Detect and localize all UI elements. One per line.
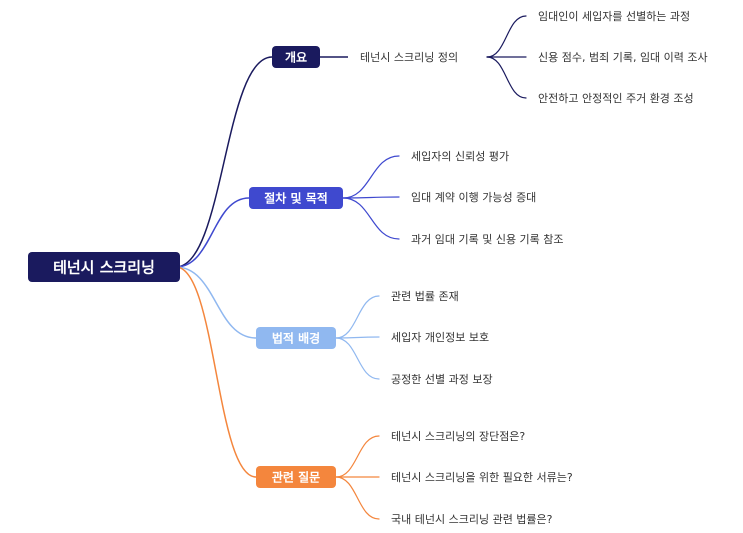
branch-2-child-2[interactable]: 공정한 선별 과정 보장 (391, 373, 493, 386)
branch-node-3-box (256, 466, 336, 488)
branch-3-child-1[interactable]: 테넌시 스크리닝을 위한 필요한 서류는? (391, 471, 573, 484)
branch-3-child-2[interactable]: 국내 테넌시 스크리닝 관련 법률은? (391, 513, 553, 526)
branch-node-1-label: 절차 및 목적 (264, 190, 328, 205)
root-node-box (28, 252, 180, 282)
definition-node[interactable]: 테넌시 스크리닝 정의 (360, 51, 458, 64)
branch-node-2-label: 법적 배경 (272, 330, 320, 345)
branch-2-child-0[interactable]: 관련 법률 존재 (391, 290, 459, 303)
branch-1-child-1[interactable]: 임대 계약 이행 가능성 증대 (411, 190, 536, 204)
link-root-branch-3 (175, 266, 257, 478)
link-root-branch-2 (175, 266, 257, 339)
branch-1-child-2[interactable]: 과거 임대 기록 및 신용 기록 참조 (411, 233, 564, 246)
link-branch-1-child-2 (342, 197, 400, 240)
branch-node-3-label: 관련 질문 (272, 469, 320, 484)
link-branch-3-child-2 (335, 476, 380, 520)
branch-node-3[interactable]: 관련 질문 (256, 466, 336, 488)
branch-1-child-0[interactable]: 세입자의 신뢰성 평가 (411, 150, 509, 163)
root-node-label: 테넌시 스크리닝 (53, 258, 155, 276)
branch-node-2-box (256, 327, 336, 349)
link-branch-2-child-1 (335, 336, 380, 339)
branch-node-0-label: 개요 (285, 50, 307, 64)
definition-leaf-2[interactable]: 안전하고 안정적인 주거 환경 조성 (538, 91, 694, 105)
link-branch-3-child-0 (335, 435, 380, 478)
link-root-branch-1 (175, 197, 250, 268)
link-branch-2-child-2 (335, 337, 380, 380)
link-branch-2-child-0 (335, 295, 380, 339)
branch-3-child-0[interactable]: 테넌시 스크리닝의 장단점은? (391, 430, 525, 443)
definition-leaf-0[interactable]: 임대인이 세입자를 선별하는 과정 (538, 9, 690, 23)
branch-node-0[interactable]: 개요 (272, 46, 320, 68)
root-node[interactable]: 테넌시 스크리닝 (28, 252, 180, 282)
branch-node-2[interactable]: 법적 배경 (256, 327, 336, 349)
branch-node-0-box (272, 46, 320, 68)
link-definition-leaf-0 (486, 15, 527, 58)
link-root-branch-0 (175, 56, 273, 268)
branch-node-1-box (249, 187, 343, 209)
link-definition-leaf-2 (486, 56, 527, 99)
link-branch-1-child-0 (342, 155, 400, 199)
branch-node-1[interactable]: 절차 및 목적 (249, 187, 343, 209)
mindmap-links (175, 15, 527, 520)
branch-2-child-1[interactable]: 세입자 개인정보 보호 (391, 331, 489, 344)
definition-leaf-1[interactable]: 신용 점수, 범죄 기록, 임대 이력 조사 (538, 51, 708, 64)
link-branch-1-child-1 (342, 196, 400, 199)
